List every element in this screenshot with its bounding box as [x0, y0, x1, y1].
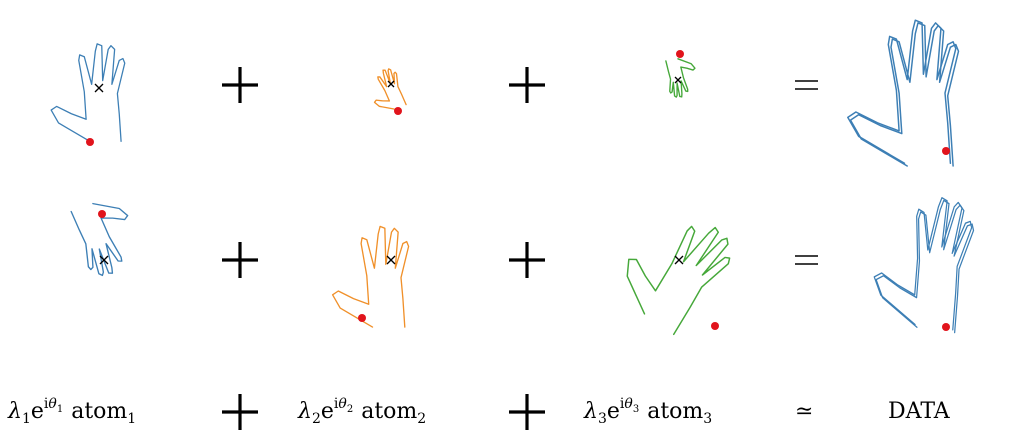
center-cross-icon — [94, 83, 104, 93]
row1-equals — [795, 80, 818, 90]
row2-atom3-shape — [607, 196, 742, 338]
row2-atom1-shape — [67, 193, 146, 281]
center-cross-icon — [674, 255, 684, 265]
center-cross-icon — [387, 80, 395, 88]
caption-plus-2 — [509, 394, 545, 430]
center-cross-icon — [386, 255, 396, 265]
landmark-dot — [358, 314, 366, 322]
row1-plus-2 — [509, 67, 545, 103]
approx-symbol: ≃ — [795, 399, 813, 424]
row1-atom3-shape — [663, 55, 701, 100]
row2-equals — [795, 255, 818, 265]
caption-data: DATA — [888, 399, 951, 424]
row1-atom1-shape — [50, 43, 126, 146]
landmark-dot — [676, 50, 684, 58]
landmark-dot — [86, 138, 94, 146]
landmark-dot — [394, 107, 402, 115]
row1-atom2-shape — [364, 65, 409, 116]
row2-plus-2 — [509, 242, 545, 278]
landmark-dot — [942, 323, 950, 331]
landmark-dot — [711, 322, 719, 330]
center-cross-icon — [674, 76, 682, 84]
row2-plus-1 — [222, 242, 258, 278]
landmark-dot — [942, 147, 950, 155]
caption-plus-1 — [222, 394, 258, 430]
landmark-dot — [98, 210, 106, 218]
row2-atom2-shape — [331, 225, 410, 328]
row1-plus-1 — [222, 67, 258, 103]
center-cross-icon — [99, 255, 109, 265]
row1-data-shape — [847, 19, 960, 167]
row2-data-shape — [867, 189, 978, 334]
